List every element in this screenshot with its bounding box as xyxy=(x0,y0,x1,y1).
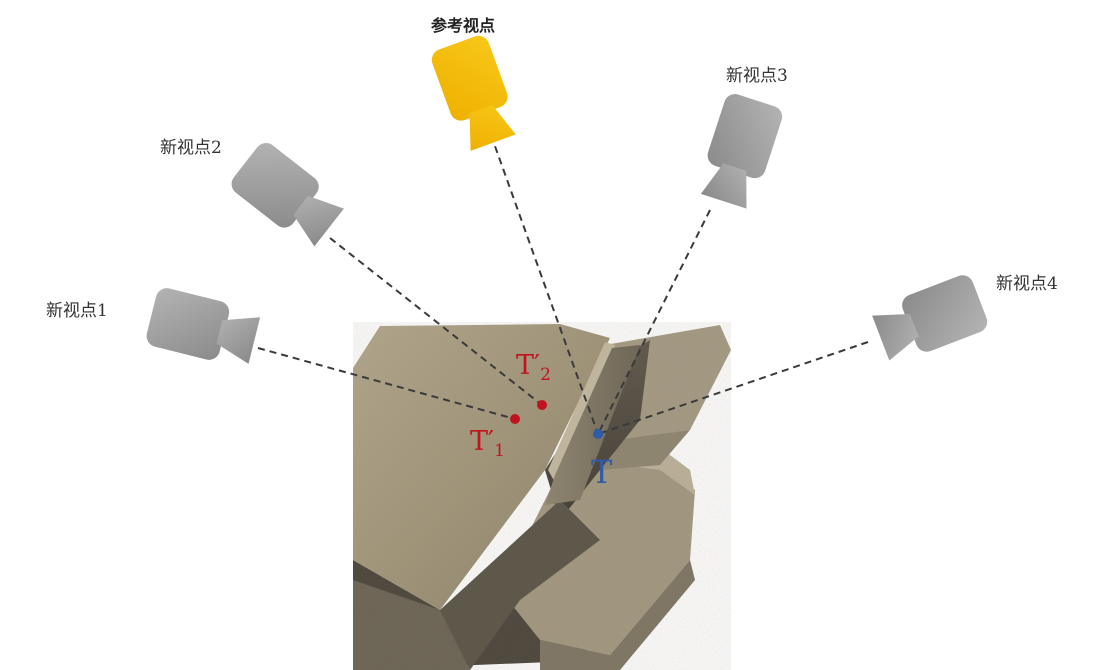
new-view-3-label: 新视点3 xyxy=(726,66,788,86)
new-view-4-label: 新视点4 xyxy=(996,274,1058,294)
t-prime-2-label: T′2 xyxy=(516,352,551,384)
reference-view-label: 参考视点 xyxy=(431,16,496,35)
stone-photo xyxy=(353,322,731,670)
t-label: T xyxy=(591,453,613,491)
new-view-2-label: 新视点2 xyxy=(160,138,222,158)
t-prime-2-main: T′ xyxy=(516,350,541,381)
new-view-4-camera-icon xyxy=(872,275,988,361)
point-t-prime-2 xyxy=(537,400,547,410)
t-prime-1-main: T′ xyxy=(470,426,495,457)
new-view-3-camera-icon xyxy=(700,94,783,209)
ray-reference-view xyxy=(490,134,599,435)
ray-new-view-2 xyxy=(329,237,543,406)
t-prime-1-label: T′1 xyxy=(470,428,505,460)
new-view-2-camera-icon xyxy=(231,143,344,247)
t-prime-1-subscript: 1 xyxy=(494,441,505,461)
point-t xyxy=(593,429,603,439)
reference-view-camera-icon xyxy=(431,35,516,151)
new-view-1-label: 新视点1 xyxy=(46,301,108,321)
t-prime-2-subscript: 2 xyxy=(540,365,551,385)
point-t-prime-1 xyxy=(510,414,520,424)
ray-new-view-3 xyxy=(597,209,711,435)
ray-new-view-1 xyxy=(257,347,516,420)
new-view-1-camera-icon xyxy=(146,288,261,364)
projection-rays xyxy=(257,134,869,435)
